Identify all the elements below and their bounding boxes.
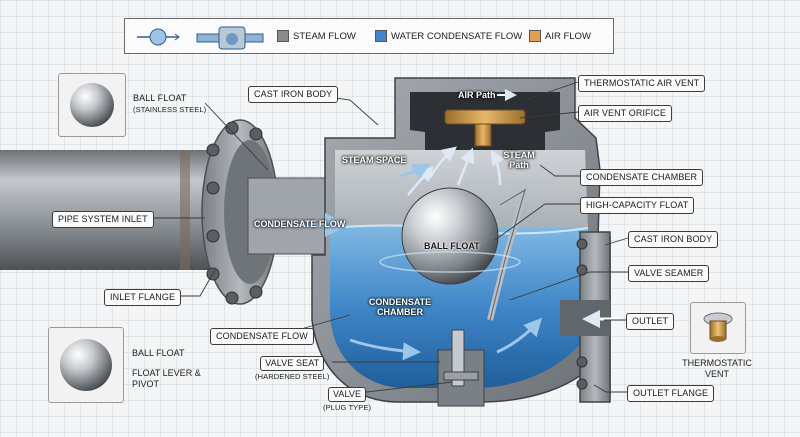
label-valve-seamer: VALVE SEAMER	[628, 265, 710, 282]
pipe-weld-seam	[180, 150, 190, 270]
label-ball-float-bottom: BALL FLOAT	[132, 348, 185, 358]
label-condensate-chamber-right: CONDENSATE CHAMBER	[580, 169, 704, 186]
leader-lines	[124, 81, 629, 394]
legend-panel: STEAM FLOW WATER CONDENSATE FLOW AIR FLO…	[124, 18, 614, 54]
air-vent-element	[444, 109, 526, 125]
inner-condensate-flow: CONDENSATE FLOW	[254, 219, 346, 229]
legend-swatch-air	[529, 30, 541, 42]
inner-air-path: AIR Path	[458, 90, 496, 100]
label-outlet: OUTLET	[626, 313, 675, 330]
legend-label-air: AIR FLOW	[545, 31, 591, 42]
valve-seat-ring	[443, 371, 479, 381]
label-air-vent-orifice: AIR VENT ORIFICE	[578, 105, 672, 122]
thermostatic-vent-image	[703, 312, 733, 342]
label-thermostatic-vent: THERMOSTATIC VENT	[682, 358, 752, 379]
inlet-flange-bolts	[206, 121, 263, 305]
legend-label-steam: STEAM FLOW	[293, 31, 356, 42]
ball-float-image	[70, 83, 114, 127]
ball-float-image-bottom	[60, 339, 112, 391]
legend-swatch-water	[375, 30, 387, 42]
label-outlet-flange: OUTLET FLANGE	[627, 385, 715, 402]
label-ball-float-ss-sub: (STAINLESS STEEL)	[133, 105, 207, 114]
label-valve-seat: VALVE SEAT (HARDENED STEEL)	[250, 354, 335, 384]
label-float-lever: FLOAT LEVER & PIVOT	[132, 368, 201, 389]
label-pipe-system-inlet: PIPE SYSTEM INLET	[52, 211, 154, 228]
thermostatic-vent-thumbnail	[690, 302, 746, 354]
ball-float-thumbnail-bottom	[48, 327, 124, 403]
ball-float	[401, 187, 499, 285]
label-valve: VALVE (PLUG TYPE)	[318, 385, 376, 415]
inner-condensate-chamber: CONDENSATE CHAMBER	[368, 297, 432, 317]
inner-steam-path: STEAM Path	[503, 150, 535, 170]
label-valve-title: VALVE	[327, 387, 367, 402]
ball-float-thumbnail	[58, 73, 126, 137]
label-valve-seat-title: VALVE SEAT	[260, 356, 325, 371]
float-trap-assembly-icon	[196, 26, 264, 50]
steam-arrows	[407, 146, 505, 196]
water-ripple	[379, 251, 521, 273]
label-ball-float-ss-title: BALL FLOAT	[133, 93, 187, 103]
inlet-pipe	[0, 150, 215, 270]
label-cast-iron-body-right: CAST IRON BODY	[628, 231, 719, 248]
float-trap-symbol-icon	[137, 28, 180, 46]
inner-steam-space: STEAM SPACE	[342, 155, 407, 165]
label-ball-float-ss: BALL FLOAT (STAINLESS STEEL)	[128, 91, 211, 117]
label-condensate-flow: CONDENSATE FLOW	[210, 328, 314, 345]
label-valve-seat-sub: (HARDENED STEEL)	[255, 372, 330, 381]
inner-ball-float: BALL FLOAT	[424, 241, 480, 251]
outlet-flange-bolts	[576, 238, 588, 390]
label-inlet-flange: INLET FLANGE	[104, 289, 182, 306]
air-vent-stem	[474, 123, 492, 147]
label-valve-sub: (PLUG TYPE)	[323, 403, 372, 412]
condensate-arrows	[349, 163, 543, 361]
legend-swatch-steam	[277, 30, 289, 42]
label-cast-iron-body-top: CAST IRON BODY	[248, 86, 339, 103]
label-high-capacity-float: HIGH-CAPACITY FLOAT	[580, 197, 695, 214]
label-thermostatic-air-vent: THERMOSTATIC AIR VENT	[578, 75, 706, 92]
legend-label-water: WATER CONDENSATE FLOW	[391, 31, 523, 42]
